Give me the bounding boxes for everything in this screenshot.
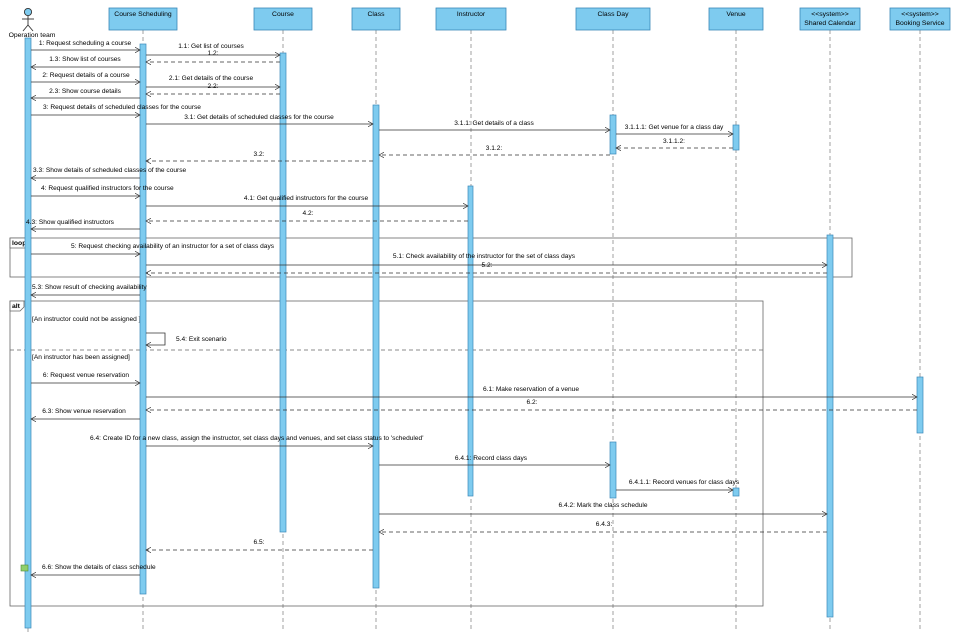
activation-booking-service [916, 376, 924, 434]
message-label: 6.4.1: Record class days [455, 455, 528, 462]
message-label: 5.3: Show result of checking availabilit… [32, 284, 147, 291]
message-label: 3.1: Get details of scheduled classes fo… [184, 114, 334, 121]
activation-bars [24, 37, 924, 629]
lifeline-name: Booking Service [895, 20, 944, 27]
actor-operation-team[interactable]: Operation team [9, 7, 56, 39]
stick-figure-icon [22, 7, 34, 32]
activation-class-day-2 [609, 441, 617, 499]
message-label: 6.3: Show venue reservation [42, 408, 126, 415]
activation-operation-team [24, 37, 32, 629]
message-label: 5.4: Exit scenario [176, 336, 227, 343]
lifeline-header-class[interactable]: Class [351, 7, 401, 31]
alt-guard-2: [An instructor has been assigned] [32, 354, 130, 361]
lifeline-name: Course [272, 11, 294, 18]
message-label: 4.2: [303, 210, 314, 217]
lifeline-header-venue[interactable]: Venue [708, 7, 764, 31]
loop-keyword: loop [12, 240, 26, 247]
activation-instructor [467, 185, 474, 497]
message-label: 5.1: Check availability of the instructo… [393, 253, 576, 260]
message-label: 3.3: Show details of scheduled classes o… [33, 167, 187, 174]
message-label: 4.1: Get qualified instructors for the c… [244, 195, 369, 202]
actor-name: Operation team [9, 32, 56, 39]
lifeline-name: Class Day [598, 11, 630, 18]
activation-course-scheduling [139, 43, 147, 595]
message-label: 5: Request checking availability of an i… [71, 243, 275, 250]
message-label: 6.1: Make reservation of a venue [483, 386, 579, 393]
note-icon [20, 564, 29, 572]
alt-guard-1: [An instructor could not be assigned ] [32, 316, 141, 323]
message-label: 6.4.1.1: Record venues for class days [629, 479, 740, 486]
message-label: 2.2: [208, 83, 219, 90]
activation-class-day-1 [609, 114, 617, 155]
message-label: 3.1.2: [486, 145, 503, 152]
activation-venue-1 [732, 124, 740, 151]
lifeline-header-course-scheduling[interactable]: Course Scheduling [108, 7, 178, 31]
message-label: 2: Request details of a course [42, 72, 130, 79]
message-label: 6.4: Create ID for a new class, assign t… [90, 435, 423, 442]
message-label: 4.3: Show qualified instructors [26, 219, 115, 226]
message-label: 1: Request scheduling a course [39, 40, 132, 47]
lifeline-header-instructor[interactable]: Instructor [435, 7, 507, 31]
message-label: 6.6: Show the details of class schedule [42, 564, 156, 571]
message-label: 2.1: Get details of the course [169, 75, 254, 82]
message-label: 3.1.1: Get details of a class [454, 120, 534, 127]
message-label: 3.1.1.2: [663, 138, 685, 145]
lifeline-header-booking-service[interactable]: <<system>> Booking Service [889, 7, 951, 31]
activation-venue-2 [732, 487, 740, 497]
message-labels: 1: Request scheduling a course 1.1: Get … [26, 40, 740, 571]
message-label: 6.2: [527, 399, 538, 406]
lifeline-header-course[interactable]: Course [253, 7, 313, 31]
message-label: 1.1: Get list of courses [178, 43, 244, 50]
message-label: 2.3: Show course details [49, 88, 122, 95]
lifeline-name: Instructor [457, 11, 486, 18]
lifeline-name: Venue [726, 11, 745, 18]
lifeline-name: Class [368, 11, 386, 18]
lifeline-header-class-day[interactable]: Class Day [575, 7, 651, 31]
message-label: 6.4.2: Mark the class schedule [558, 502, 647, 509]
alt-fragment: alt [An instructor could not be assigned… [9, 300, 764, 607]
message-label: 1.3: Show list of courses [49, 56, 121, 63]
activation-class [372, 104, 380, 589]
lifeline-name: Course Scheduling [114, 11, 172, 18]
message-label: 6: Request venue reservation [43, 372, 129, 379]
activation-course [279, 52, 287, 533]
messages [31, 50, 917, 575]
lifeline-stereotype: <<system>> [811, 11, 848, 18]
message-label: 3: Request details of scheduled classes … [43, 104, 201, 111]
alt-keyword: alt [12, 303, 21, 310]
message-label: 6.5: [254, 539, 265, 546]
activation-shared-calendar [826, 234, 834, 618]
message-label: 4: Request qualified instructors for the… [41, 185, 174, 192]
lifeline-name: Shared Calendar [804, 20, 856, 27]
message-label: 5.2: [482, 262, 493, 269]
message-label: 6.4.3: [596, 521, 613, 528]
lifeline-stereotype: <<system>> [901, 11, 938, 18]
message-label: 3.2: [254, 151, 265, 158]
message-5-4-self-arrow [146, 332, 166, 345]
message-label: 1.2: [208, 50, 219, 57]
lifeline-header-shared-calendar[interactable]: <<system>> Shared Calendar [799, 7, 861, 31]
message-label: 3.1.1.1: Get venue for a class day [625, 124, 724, 131]
